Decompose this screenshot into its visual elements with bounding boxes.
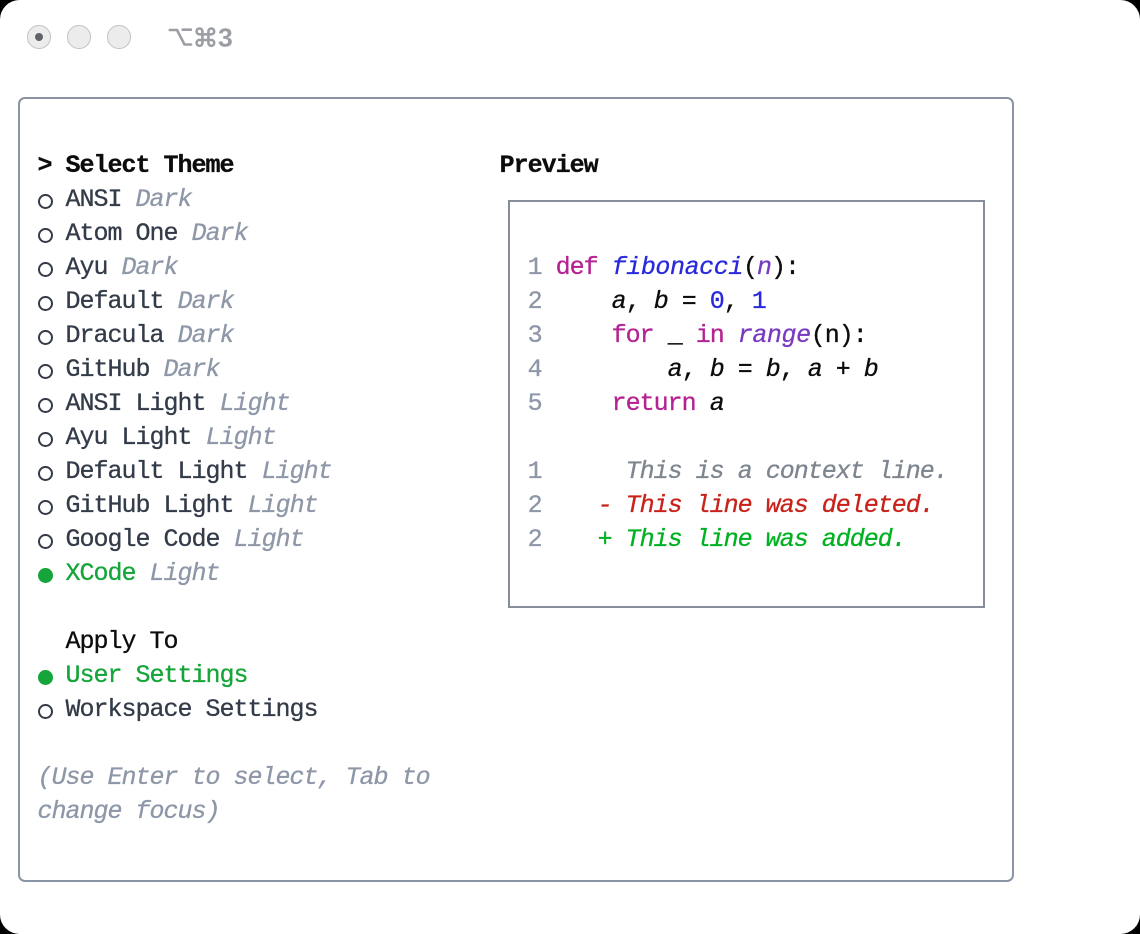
svg-text:3: 3 — [218, 24, 233, 52]
